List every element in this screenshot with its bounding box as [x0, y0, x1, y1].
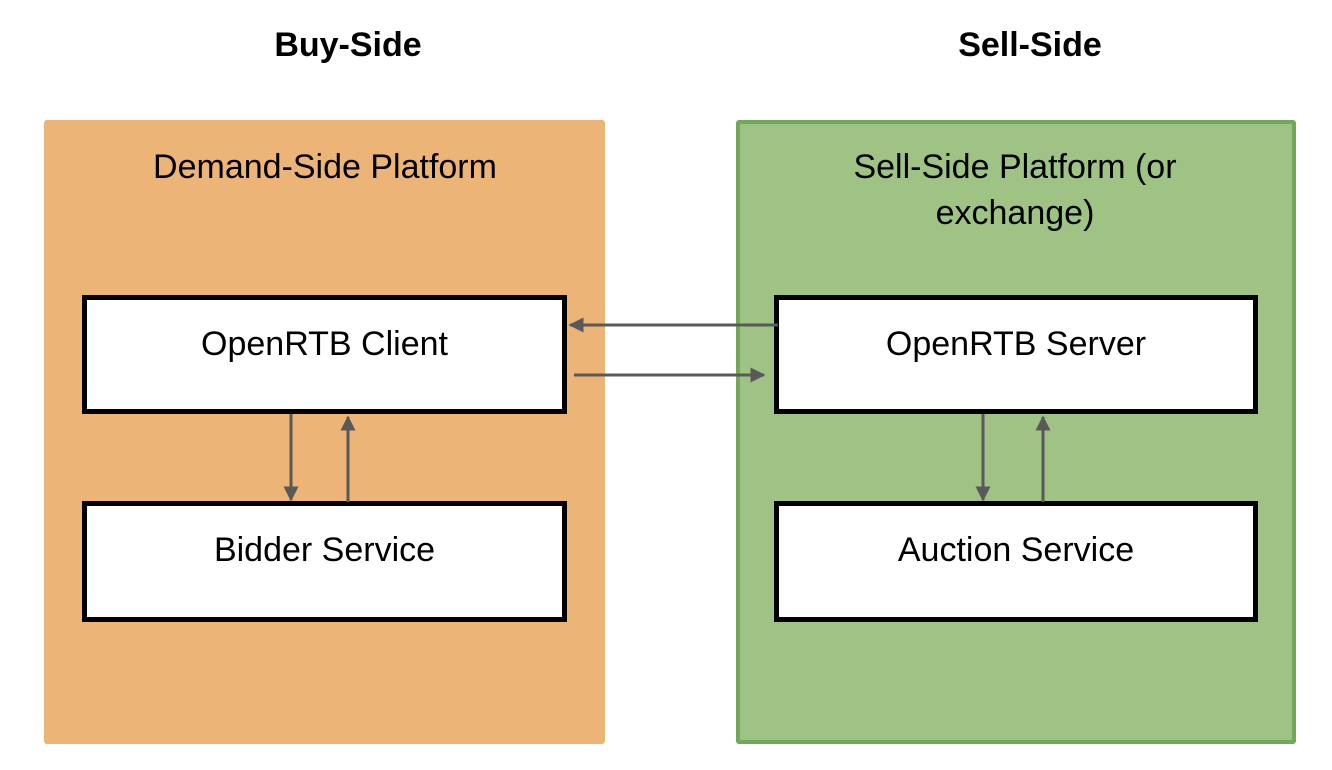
buy-side-heading: Buy-Side: [274, 26, 422, 64]
auction-service-label: Auction Service: [897, 531, 1135, 569]
demand-side-platform-region: [44, 120, 605, 744]
sell-side-platform-title-line2: exchange): [935, 194, 1095, 232]
openrtb-client-box: OpenRTB Client: [82, 295, 567, 414]
bidder-service-label: Bidder Service: [213, 531, 436, 569]
auction-service-box: Auction Service: [774, 501, 1258, 622]
sell-side-platform-title-line1: Sell-Side Platform (or: [853, 148, 1177, 186]
openrtb-client-label: OpenRTB Client: [201, 325, 448, 363]
sell-side-heading: Sell-Side: [958, 26, 1102, 64]
openrtb-server-box: OpenRTB Server: [774, 295, 1258, 414]
sell-side-platform-region: [736, 120, 1296, 744]
demand-side-platform-title-text: Demand-Side Platform: [153, 148, 497, 186]
openrtb-server-label: OpenRTB Server: [885, 325, 1147, 363]
sell-side-platform-title: Sell-Side Platform (or exchange): [800, 144, 1230, 236]
demand-side-platform-title: Demand-Side Platform: [0, 144, 650, 190]
bidder-service-box: Bidder Service: [82, 501, 567, 622]
